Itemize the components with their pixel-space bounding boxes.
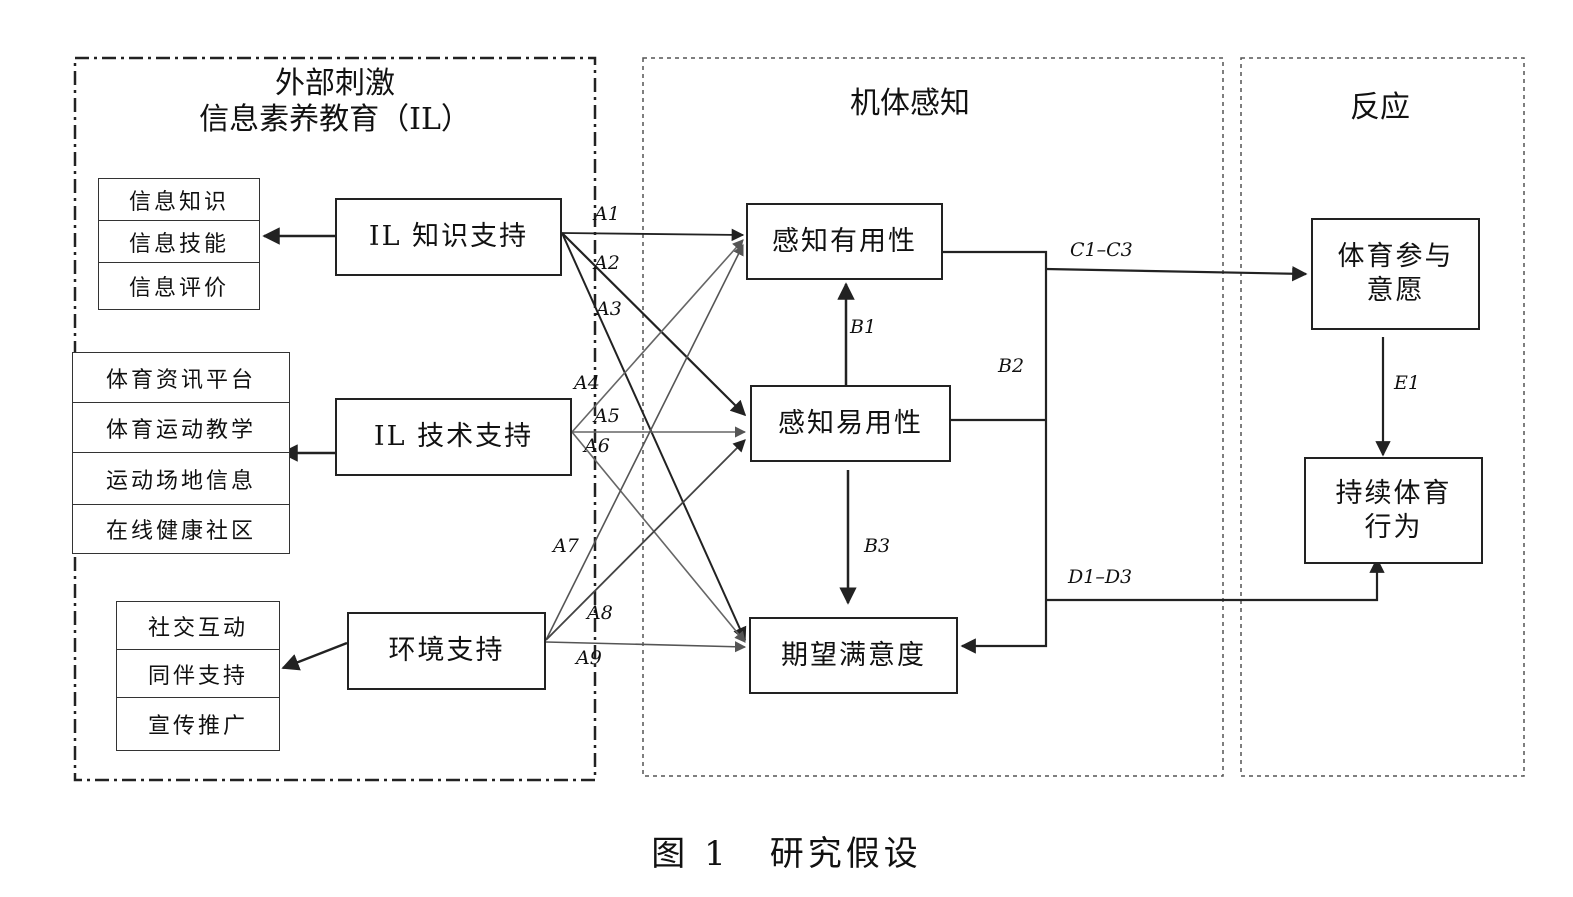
label-b2: B2 xyxy=(998,355,1025,377)
path-a1 xyxy=(561,228,745,242)
il-technology-box: IL 技术支持 xyxy=(335,398,572,476)
environment-item-2: 同伴支持 xyxy=(116,649,280,699)
arrow-environment-to-items xyxy=(281,641,348,671)
path-a8 xyxy=(545,439,746,641)
technology-item-4: 在线健康社区 xyxy=(72,504,290,554)
sports-intention-line2: 意愿 xyxy=(1366,275,1425,306)
label-d: D1–D3 xyxy=(1068,566,1133,588)
label-a5: A5 xyxy=(594,405,620,427)
stimulus-title-line2: 信息素养教育（IL） xyxy=(199,102,471,137)
knowledge-item-3: 信息评价 xyxy=(98,262,260,310)
label-c: C1–C3 xyxy=(1070,239,1133,261)
path-a7 xyxy=(545,243,744,641)
perceived-usefulness-box: 感知有用性 xyxy=(746,203,943,280)
path-c xyxy=(1045,266,1308,282)
knowledge-item-1: 信息知识 xyxy=(98,178,260,222)
continued-behavior-line2: 行为 xyxy=(1364,511,1423,543)
environment-item-1: 社交互动 xyxy=(116,601,280,651)
il-knowledge-box: IL 知识支持 xyxy=(335,198,562,276)
path-a3 xyxy=(561,232,747,642)
response-title: 反应 xyxy=(1350,90,1410,125)
stimulus-title: 外部刺激 信息素养教育（IL） xyxy=(95,66,575,138)
continued-behavior-line1: 持续体育 xyxy=(1335,477,1452,509)
path-d xyxy=(1046,557,1385,602)
environment-item-3: 宣传推广 xyxy=(116,697,280,751)
figure-number: 图 1 xyxy=(651,834,730,874)
label-a3: A3 xyxy=(596,298,622,320)
technology-item-1: 体育资讯平台 xyxy=(72,352,290,404)
path-a9 xyxy=(545,641,747,653)
path-a2 xyxy=(561,232,747,417)
organism-title: 机体感知 xyxy=(850,86,970,121)
path-a4 xyxy=(571,239,744,433)
label-b1: B1 xyxy=(850,316,877,338)
label-a4: A4 xyxy=(574,372,600,394)
path-a6 xyxy=(571,431,746,643)
expectation-satisfaction-box: 期望满意度 xyxy=(749,617,958,694)
label-b3: B3 xyxy=(864,535,891,557)
sports-intention-line1: 体育参与 xyxy=(1337,241,1454,272)
path-b2 xyxy=(943,250,1048,654)
figure-title: 研究假设 xyxy=(769,834,922,874)
label-a2: A2 xyxy=(594,252,620,274)
label-a9: A9 xyxy=(576,647,602,669)
label-a6: A6 xyxy=(584,435,610,457)
figure-caption: 图 1 研究假设 xyxy=(0,826,1573,875)
stimulus-title-line1: 外部刺激 xyxy=(275,66,395,101)
label-a8: A8 xyxy=(587,602,613,624)
organism-region-frame xyxy=(642,57,1224,777)
technology-item-3: 运动场地信息 xyxy=(72,452,290,506)
perceived-ease-of-use-box: 感知易用性 xyxy=(750,385,951,462)
knowledge-item-2: 信息技能 xyxy=(98,220,260,264)
environment-support-box: 环境支持 xyxy=(347,612,546,690)
response-region-frame xyxy=(1240,57,1525,777)
continued-sports-behavior-box: 持续体育 行为 xyxy=(1304,457,1483,564)
sports-intention-box: 体育参与 意愿 xyxy=(1311,218,1480,330)
label-e1: E1 xyxy=(1394,372,1420,394)
label-a7: A7 xyxy=(553,535,579,557)
label-a1: A1 xyxy=(594,203,620,225)
technology-item-2: 体育运动教学 xyxy=(72,402,290,454)
